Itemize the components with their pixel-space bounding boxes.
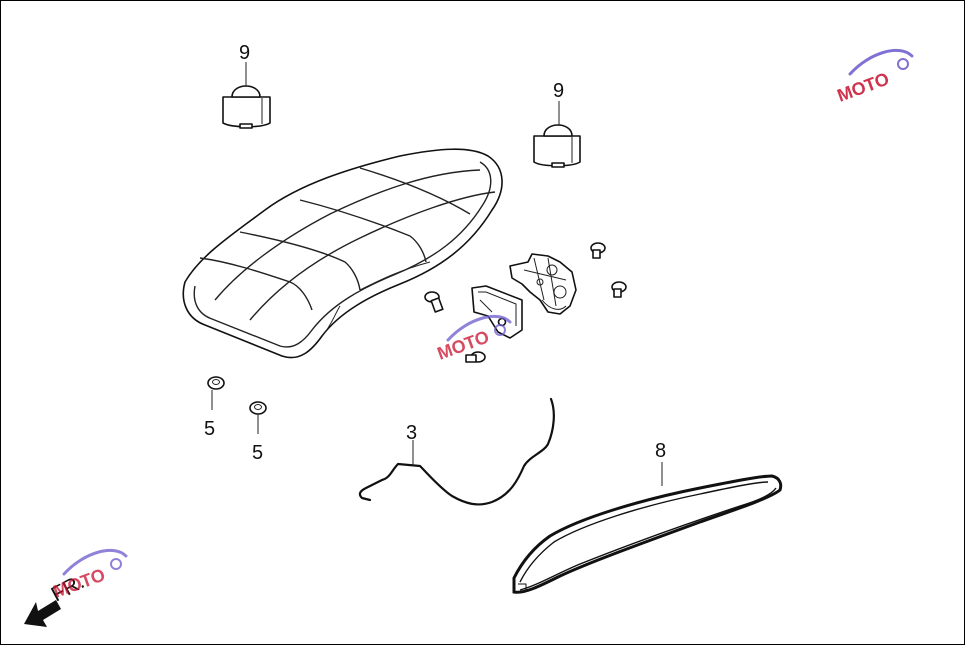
seat-seam-long-2 [249, 191, 496, 321]
bolt-1 [424, 291, 444, 313]
front-arrow-icon [24, 600, 61, 627]
bolt-4 [465, 351, 486, 363]
seat-seam-outer [193, 161, 492, 348]
bolt-3 [611, 281, 627, 298]
callout-5-b: 5 [252, 442, 263, 464]
callout-9-left: 9 [239, 42, 250, 64]
watermark-bottom-left: MOTO [51, 548, 128, 602]
seat-release-cable [358, 397, 555, 506]
seat-lock [509, 253, 577, 315]
gear-icon [897, 58, 909, 70]
nut-b [249, 401, 267, 415]
watermark-brand: MOTO [51, 565, 108, 602]
gear-icon [110, 558, 122, 570]
seat-seam-mid-1 [239, 231, 361, 291]
seat-seam-mid-2 [299, 199, 427, 263]
seat-seam-rear [359, 167, 471, 215]
callout-5-a: 5 [204, 418, 215, 440]
callout-8: 8 [655, 440, 666, 462]
seat [182, 148, 503, 359]
rubber-bumper-left [222, 85, 271, 129]
seat-seam-long-1 [214, 169, 481, 301]
callout-3: 3 [406, 422, 417, 444]
watermark-top-right: MOTO [835, 48, 914, 106]
rubber-bumper-right [533, 124, 581, 168]
gear-icon [494, 324, 506, 336]
callout-9-right: 9 [553, 80, 564, 102]
nut-a [207, 376, 225, 390]
bolt-2 [590, 242, 606, 259]
seat-underside [321, 261, 431, 337]
seat-seal [512, 474, 783, 594]
watermark-brand: MOTO [835, 69, 892, 106]
